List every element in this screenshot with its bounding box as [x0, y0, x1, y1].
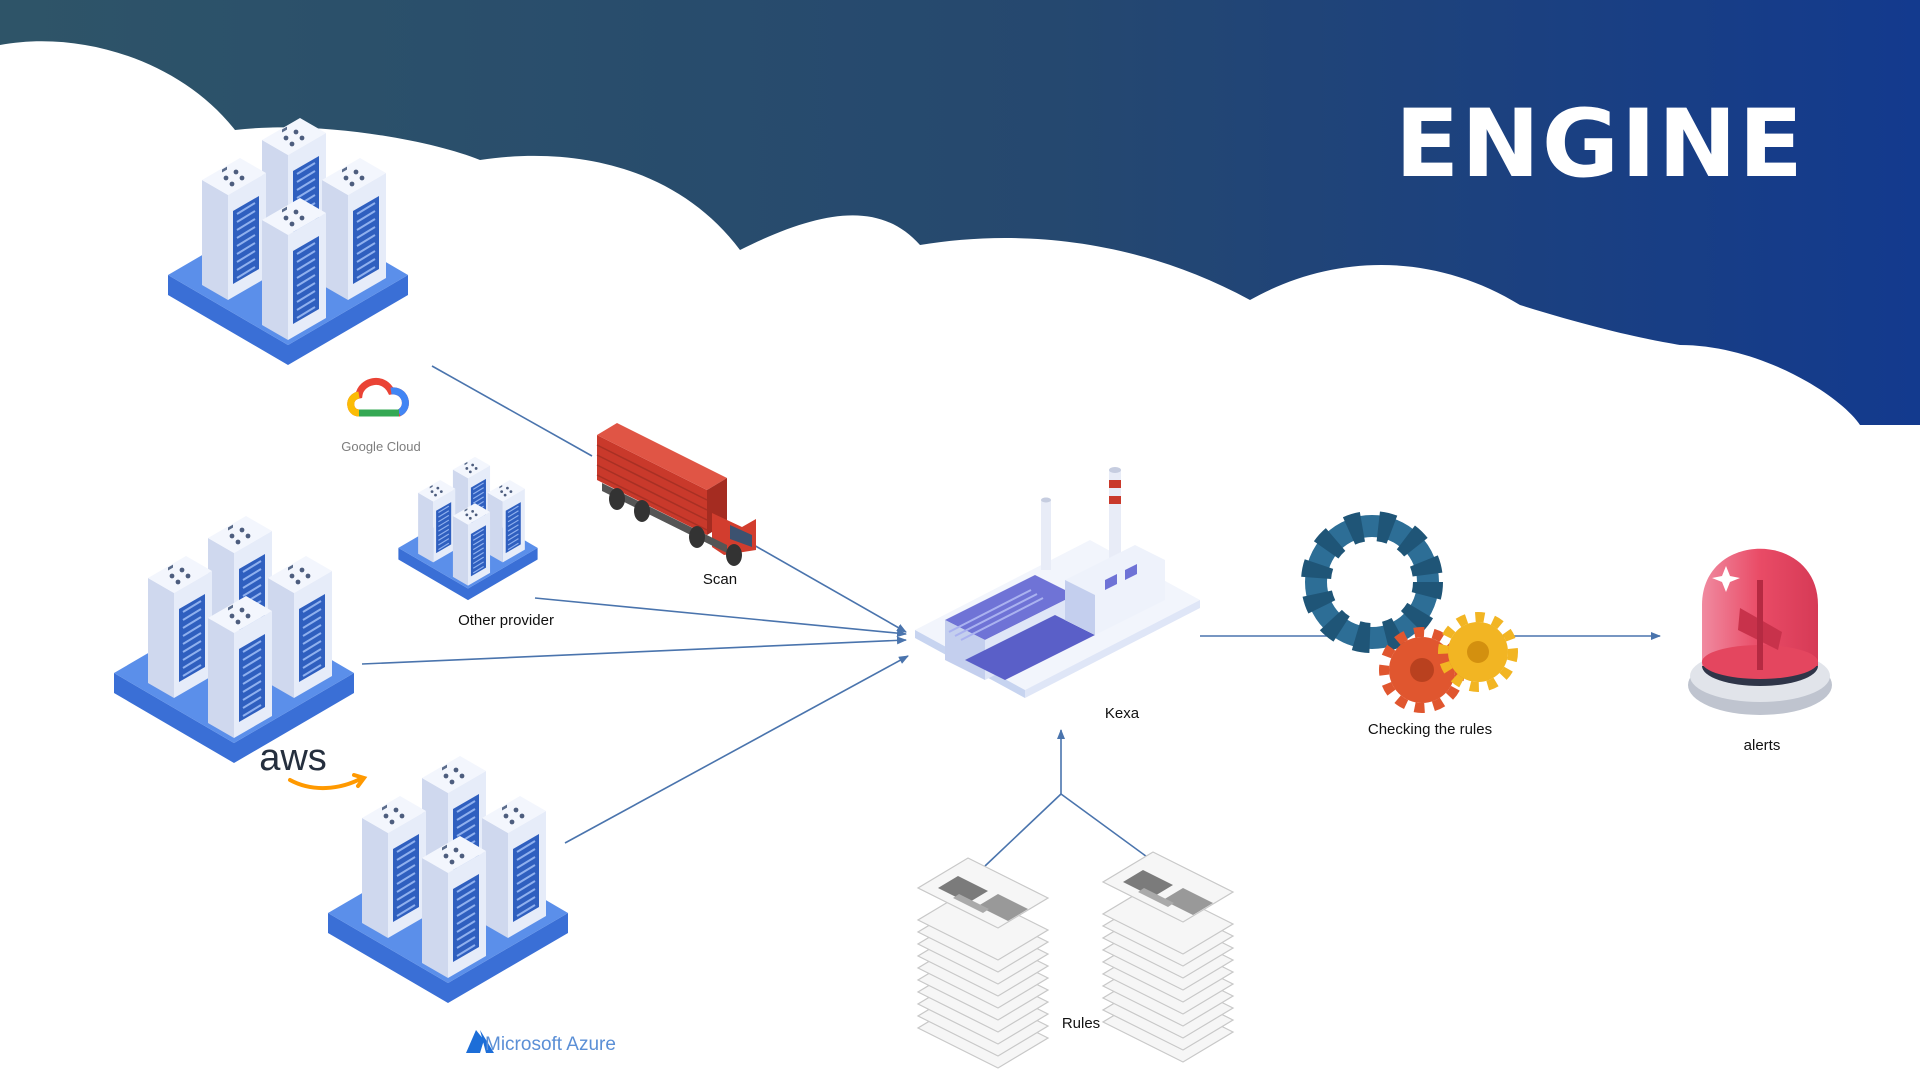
alerts-node: alerts	[1688, 548, 1832, 754]
slide-title: ENGINE	[1395, 90, 1805, 199]
google-cloud-label: Google Cloud	[341, 439, 421, 454]
connector-aws-to-kexa	[361, 636, 907, 665]
rules-node: Rules	[917, 851, 1234, 1069]
aws-smile-icon	[288, 773, 368, 791]
yellow-gear-icon	[1438, 612, 1518, 692]
kexa-node: Kexa	[915, 467, 1200, 722]
papers-right-icon	[1102, 851, 1234, 1063]
blue-gear-icon	[1301, 511, 1443, 653]
checking-node: Checking the rules	[1301, 511, 1518, 738]
azure-provider: Microsoft Azure	[328, 756, 616, 1055]
connector-rules-left	[984, 793, 1062, 867]
connector-azure-to-kexa	[564, 655, 909, 844]
checking-label: Checking the rules	[1368, 721, 1492, 738]
connector-truck-to-kexa	[751, 543, 907, 633]
rules-label: Rules	[1062, 1015, 1100, 1032]
connector-google-to-truck	[431, 365, 593, 457]
scan-node: Scan	[596, 423, 756, 588]
other-provider: Other provider	[398, 457, 554, 629]
connector-other-to-kexa	[534, 597, 907, 638]
azure-label: Microsoft Azure	[485, 1034, 616, 1055]
azure-logo-icon	[466, 1030, 494, 1053]
truck-icon	[596, 423, 756, 566]
kexa-label: Kexa	[1105, 705, 1140, 722]
connector-rules-right	[1060, 793, 1155, 863]
aws-logo-label: aws	[259, 737, 327, 779]
google-cloud-logo-icon	[347, 378, 409, 417]
aws-provider: aws	[114, 516, 368, 791]
connectors	[361, 365, 1661, 867]
scan-label: Scan	[703, 571, 737, 588]
other-provider-label: Other provider	[458, 612, 554, 629]
factory-icon	[915, 467, 1200, 698]
siren-icon	[1688, 548, 1832, 715]
google-cloud-provider: Google Cloud	[168, 118, 421, 454]
papers-left-icon	[917, 857, 1049, 1069]
gears-icon	[1301, 511, 1518, 713]
alerts-label: alerts	[1744, 737, 1781, 754]
